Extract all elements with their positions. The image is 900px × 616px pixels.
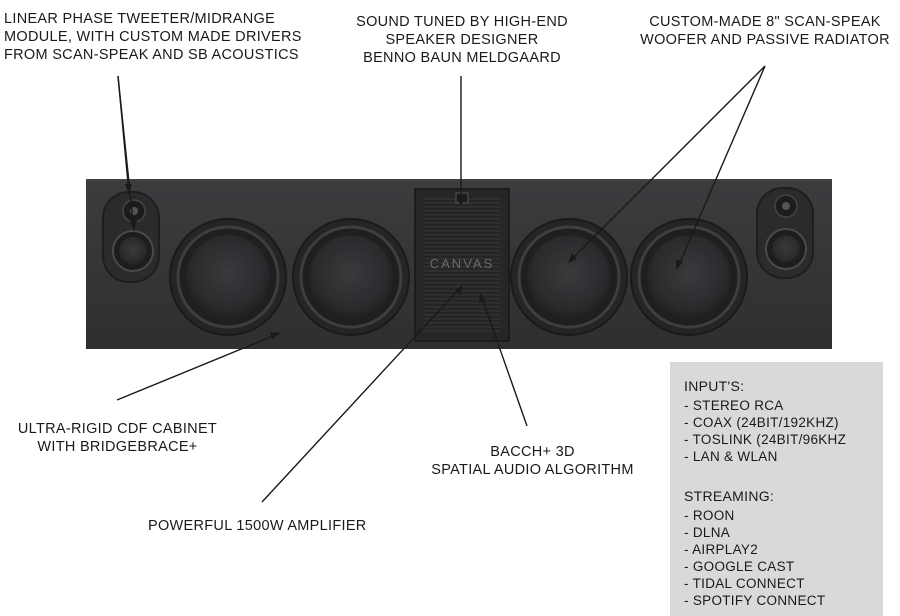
- callout-amplifier: POWERFUL 1500W AMPLIFIER: [148, 518, 367, 534]
- woofer-2: [292, 218, 410, 336]
- callout-cabinet: ULTRA-RIGID CDF CABINET WITH BRIDGEBRACE…: [17, 421, 218, 455]
- leader-woofer-b: [677, 65, 766, 268]
- input-item: - TOSLINK (24BIT/96KHZ: [684, 432, 847, 447]
- leader-bacch: [481, 297, 528, 427]
- right-tweeter-module: [756, 187, 814, 279]
- canvas-logo: CANVAS: [430, 256, 495, 271]
- streaming-section: STREAMING: - ROON - DLNA - AIRPLAY2 - GO…: [684, 488, 825, 609]
- streaming-item: - AIRPLAY2: [684, 542, 759, 557]
- streaming-item: - DLNA: [684, 525, 731, 540]
- streaming-item: - GOOGLE CAST: [684, 559, 795, 574]
- leader-tweeter-b: [117, 75, 135, 232]
- streaming-item: - TIDAL CONNECT: [684, 576, 805, 591]
- leader-amplifier: [261, 287, 461, 503]
- inputs-section: INPUT'S: - STEREO RCA - COAX (24BIT/192K…: [684, 378, 846, 465]
- woofer-3: [510, 218, 628, 336]
- callout-bacch: BACCH+ 3D SPATIAL AUDIO ALGORITHM: [431, 444, 634, 478]
- streaming-item: - ROON: [684, 508, 735, 523]
- input-item: - LAN & WLAN: [684, 449, 778, 464]
- leader-woofer-a: [570, 65, 766, 261]
- left-tweeter-module: [102, 191, 160, 283]
- streaming-heading: STREAMING:: [684, 488, 775, 504]
- callout-tuned: SOUND TUNED BY HIGH-END SPEAKER DESIGNER…: [356, 14, 568, 66]
- amplifier-grille: [414, 188, 510, 342]
- input-item: - STEREO RCA: [684, 398, 784, 413]
- passive-radiator: [630, 218, 748, 336]
- callout-tweeter: LINEAR PHASE TWEETER/MIDRANGE MODULE, WI…: [4, 11, 302, 63]
- inputs-heading: INPUT'S:: [684, 378, 745, 394]
- woofer-1: [169, 218, 287, 336]
- leader-cabinet: [116, 333, 279, 401]
- callout-woofer: CUSTOM-MADE 8" SCAN-SPEAK WOOFER AND PAS…: [640, 14, 890, 48]
- input-item: - COAX (24BIT/192KHZ): [684, 415, 839, 430]
- streaming-item: - SPOTIFY CONNECT: [684, 593, 826, 608]
- spec-box: INPUT'S: - STEREO RCA - COAX (24BIT/192K…: [670, 362, 883, 616]
